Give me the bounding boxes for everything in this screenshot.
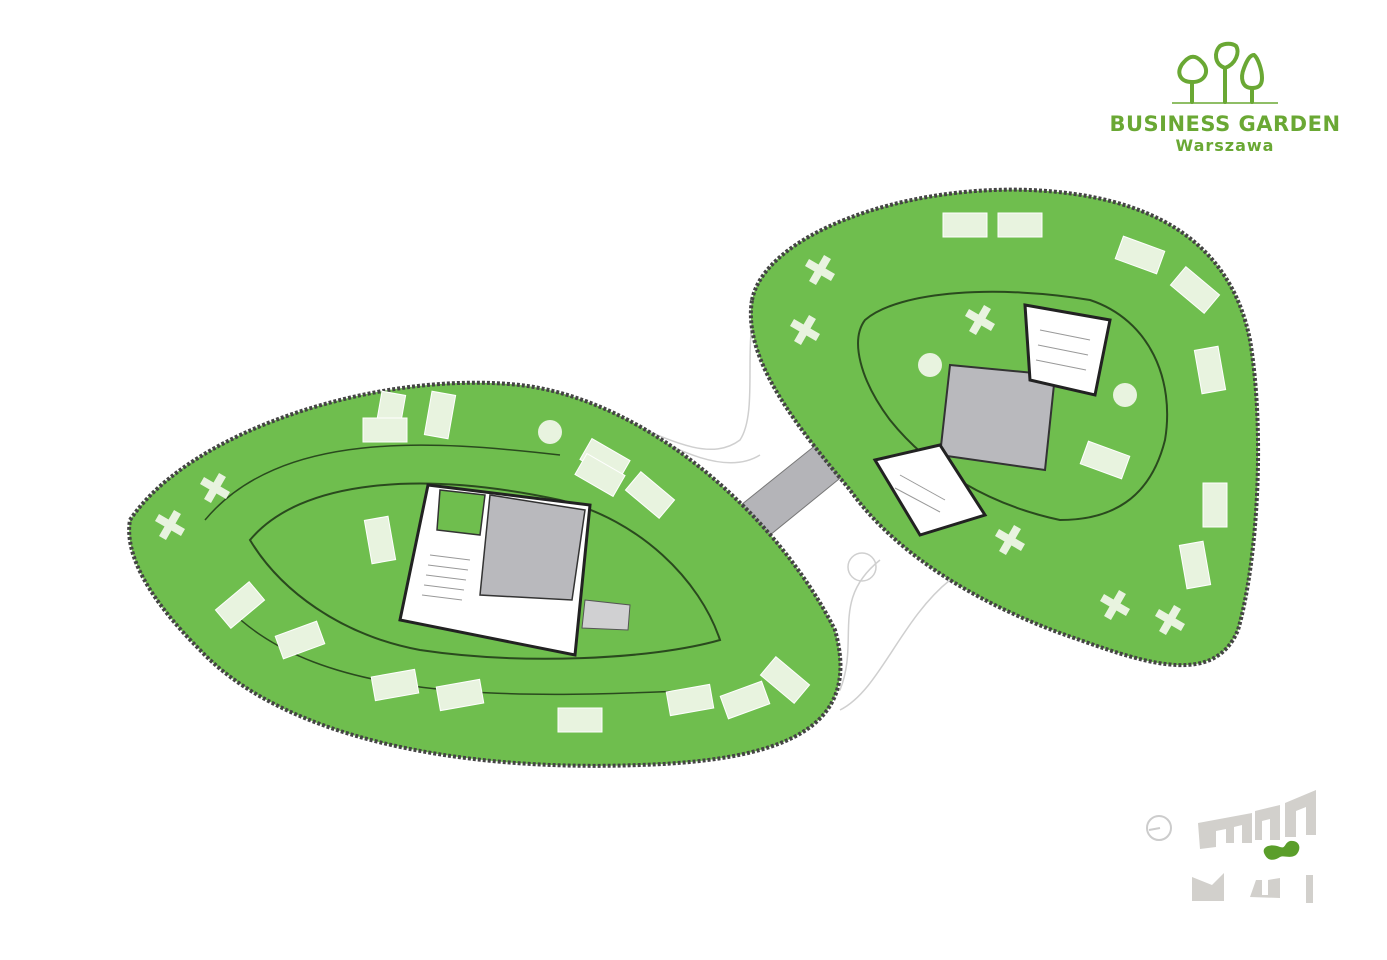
workstation-cluster — [155, 510, 185, 540]
desk-cluster — [665, 683, 715, 717]
desk-cluster — [759, 655, 811, 705]
highlighted-building — [1263, 840, 1300, 860]
desk-cluster — [435, 678, 485, 712]
desk-cluster — [624, 470, 676, 520]
site-key-plan — [1146, 790, 1316, 903]
business-garden-logo: BUSINESS GARDEN Warszawa — [1095, 40, 1355, 155]
neighbouring-buildings — [1192, 790, 1316, 903]
north-arrow-icon — [1146, 815, 1172, 841]
workstation-cluster — [965, 305, 995, 335]
left-core — [398, 483, 631, 657]
desk-cluster — [274, 620, 326, 660]
desk-cluster — [997, 212, 1043, 238]
workstation-cluster — [805, 255, 835, 285]
office-furniture — [155, 212, 1228, 733]
round-table — [538, 420, 562, 444]
desk-cluster — [1193, 345, 1227, 395]
desk-cluster — [1114, 235, 1166, 275]
desk-cluster — [557, 707, 603, 733]
workstation-cluster — [1155, 605, 1185, 635]
desk-cluster — [370, 668, 420, 702]
round-table — [918, 353, 942, 377]
desk-cluster — [214, 580, 266, 630]
desk-cluster — [1178, 540, 1212, 590]
logo-subtitle: Warszawa — [1175, 136, 1275, 155]
desk-cluster — [363, 515, 397, 565]
workstation-cluster — [995, 525, 1025, 555]
workstation-cluster — [1100, 590, 1130, 620]
logo-title: BUSINESS GARDEN — [1109, 112, 1341, 136]
desk-cluster — [362, 417, 408, 443]
desk-cluster — [574, 452, 626, 498]
three-trees-icon — [1172, 41, 1278, 104]
desk-cluster — [1202, 482, 1228, 528]
desk-cluster — [423, 390, 457, 440]
workstation-cluster — [200, 473, 230, 503]
workstation-cluster — [790, 315, 820, 345]
left-corridor-ring — [248, 482, 722, 660]
desk-cluster — [719, 680, 771, 720]
desk-cluster — [1079, 440, 1131, 480]
right-core — [872, 303, 1112, 537]
round-table — [1113, 383, 1137, 407]
desk-cluster — [1169, 265, 1221, 315]
right-corridor-ring — [857, 290, 1169, 522]
desk-cluster — [942, 212, 988, 238]
